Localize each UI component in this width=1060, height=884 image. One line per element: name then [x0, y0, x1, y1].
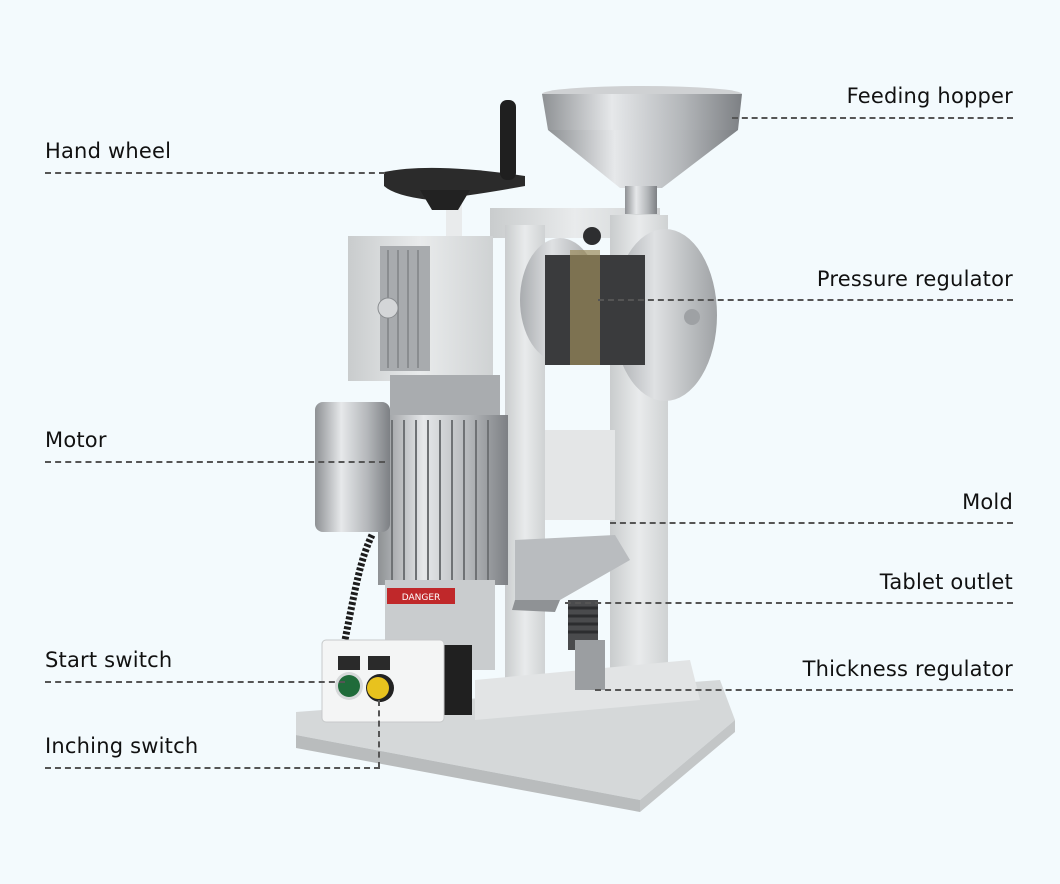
gearbox [348, 236, 493, 381]
label-inching-switch: Inching switch [45, 734, 199, 758]
label-hand-wheel: Hand wheel [45, 139, 172, 163]
tablet-outlet-chute [512, 535, 630, 612]
label-start-switch: Start switch [45, 648, 173, 672]
label-thickness-regulator: Thickness regulator [802, 657, 1013, 681]
label-pressure-regulator: Pressure regulator [816, 267, 1013, 291]
label-tablet-outlet: Tablet outlet [879, 570, 1013, 594]
leader-line-pressure-regulator [598, 299, 1013, 301]
feeding-hopper [542, 86, 742, 214]
leader-line-hand-wheel [45, 172, 385, 174]
leader-line-tablet-outlet [565, 602, 1013, 604]
leader-line-mold [610, 522, 1013, 524]
leader-line-feeding-hopper [732, 117, 1013, 119]
coiled-cable [341, 533, 376, 641]
leader-line-start-switch [45, 681, 345, 683]
motor: DANGER [315, 375, 508, 670]
leader-line-inching-switch [45, 767, 380, 769]
leader-line-motor [45, 461, 385, 463]
switch-box [321, 639, 472, 723]
leader-line-inching-switch-vertical [378, 700, 380, 768]
inching-switch-button[interactable] [367, 677, 389, 699]
hand-wheel [384, 100, 525, 236]
leader-line-thickness-regulator [595, 689, 1013, 691]
pressure-wheel [520, 227, 717, 401]
label-motor: Motor [45, 428, 107, 452]
junction-box [315, 402, 390, 532]
danger-label [387, 588, 455, 604]
label-mold: Mold [962, 490, 1013, 514]
label-feeding-hopper: Feeding hopper [846, 84, 1013, 108]
thickness-regulator-assembly [568, 600, 605, 690]
start-switch-button[interactable] [338, 675, 360, 697]
danger-label-text: DANGER [402, 593, 441, 603]
